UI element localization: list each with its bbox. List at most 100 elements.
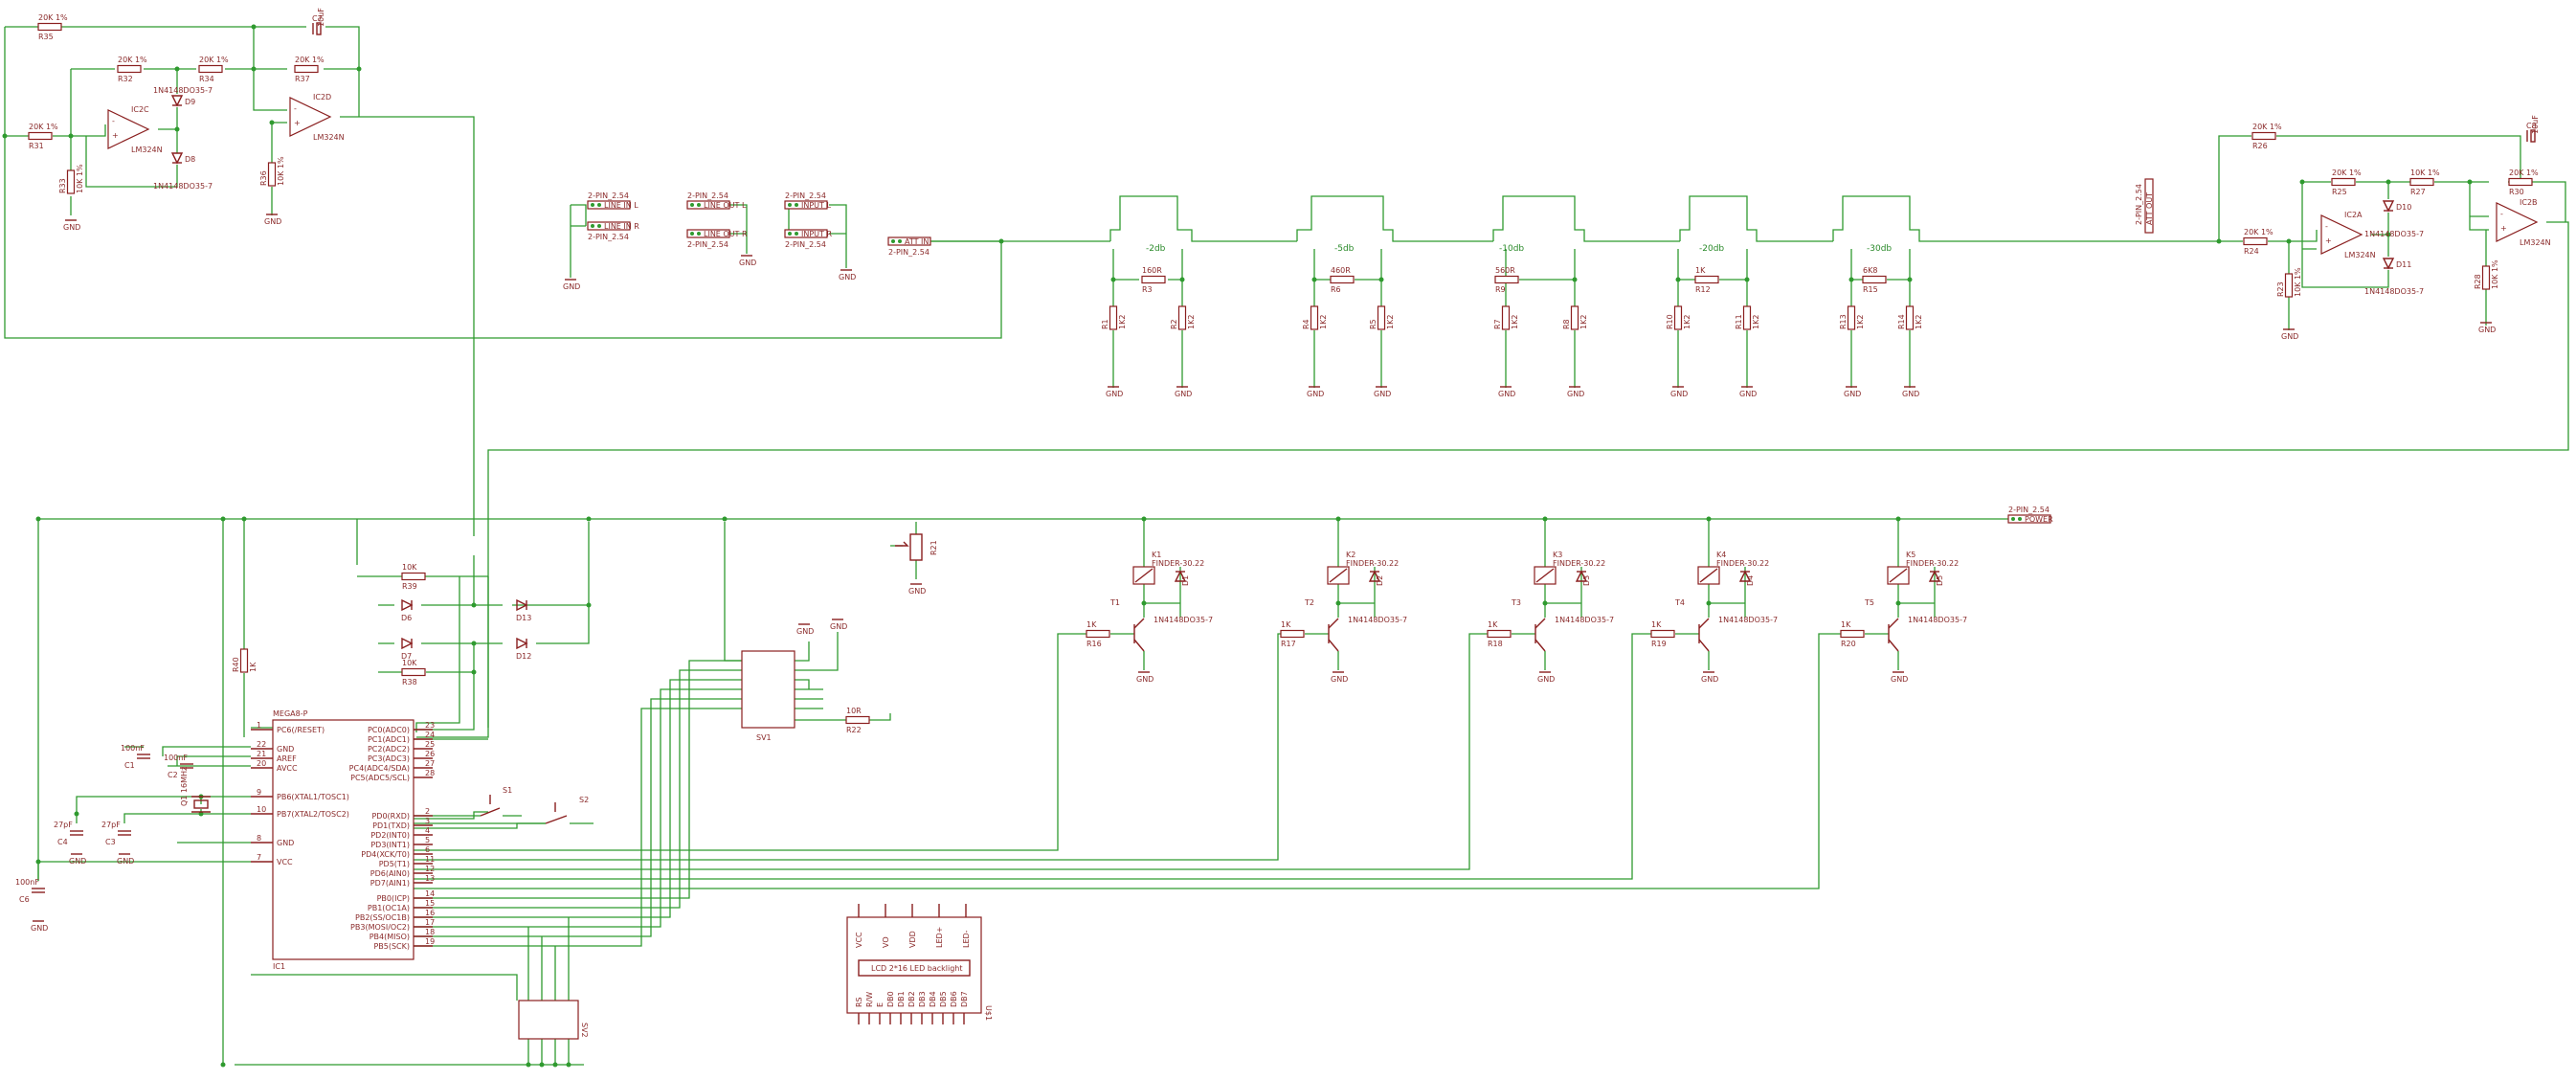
resistor-name: R20 [1841, 640, 1856, 648]
resistor-value: 1K [1488, 620, 1498, 629]
mcu-left-pin: AREF [277, 754, 297, 763]
gnd-label: GND [796, 627, 814, 636]
gnd-label: GND [1331, 675, 1348, 684]
resistor-r25: 20K 1% R25 [2331, 169, 2362, 196]
resistor-name: R14 [1897, 314, 1906, 329]
resistor-r26: 20K 1%R26 [2251, 123, 2282, 150]
gnd-label: GND [1891, 675, 1908, 684]
diode-name: D7 [401, 652, 412, 661]
resistor-value: 1K2 [1187, 315, 1196, 329]
resistor-name: R13 [1839, 314, 1848, 329]
attenuator-label: -10db [1499, 244, 1524, 254]
diode-name: D10 [2396, 203, 2411, 212]
lcd-bot-pin: DB2 [907, 991, 916, 1007]
resistor-value: 1K [1695, 266, 1706, 275]
resistor-value: 10K 1% [2410, 169, 2440, 177]
connector-label: INPUT L [801, 201, 831, 210]
relay-diode-name: D5 [1936, 575, 1944, 586]
mcu-right-pin-num: 28 [425, 769, 435, 777]
resistor-r23: R23 10K 1% [2276, 267, 2302, 298]
mcu-name: MEGA8-P [273, 709, 308, 718]
resistor-value: 20K 1% [118, 56, 147, 64]
gnd-label: GND [563, 282, 580, 291]
resistor-value: 10K 1% [2294, 267, 2302, 297]
resistor-name: R37 [295, 75, 310, 83]
connector-pkg: 2-PIN_2.54 [687, 240, 728, 249]
mcu-right-pin: PD5(T1) [379, 860, 410, 868]
lcd-bot-pin: R/W [865, 992, 874, 1007]
diode-d6: D6 [401, 598, 414, 622]
mcu-right-pin: PC2(ADC2) [368, 745, 410, 754]
connector-input-r: INPUT R2-PIN_2.54 [784, 229, 832, 249]
resistor-name: R25 [2332, 188, 2347, 196]
lcd-bot-pin: DB5 [939, 991, 948, 1007]
mcu-right-pin-num: 18 [425, 928, 435, 936]
resistor-value: 460R [1331, 266, 1351, 275]
relay-diode-part: 1N4148DO35-7 [1718, 616, 1778, 624]
cap-value: 100nF [164, 754, 188, 762]
resistor-r30: 20K 1%R30 [2508, 169, 2539, 196]
diode-part: 1N4148DO35-7 [2364, 230, 2424, 238]
resistor-value: 20K 1% [2332, 169, 2362, 177]
resistor-value: 20K 1% [2509, 169, 2539, 177]
connector-label: LINE OUT R [704, 230, 748, 238]
resistor-value: 20K 1% [38, 13, 68, 22]
connector-pkg: 2-PIN_2.54 [687, 191, 728, 200]
lcd-top-pin: VDD [908, 931, 917, 948]
mcu-right-pin-num: 13 [425, 874, 435, 883]
lcd-top-pin: VO [882, 936, 890, 948]
resistor-name: R23 [2276, 281, 2285, 297]
resistor-name: R3 [1142, 285, 1153, 294]
crystal-label: Q1 16MHz [180, 767, 189, 806]
mcu-right-pin-num: 15 [425, 899, 435, 908]
opamp-part: LM324N [2344, 251, 2376, 259]
resistor-value: 1K2 [1511, 315, 1519, 329]
connector-line-out-r: LINE OUT R 2-PIN_2.54 [686, 229, 748, 249]
resistor-value: 20K 1% [2252, 123, 2282, 131]
gnd-label: GND [908, 587, 926, 596]
resistor-value: 10K 1% [76, 164, 84, 193]
relay-diode-name: D1 [1181, 575, 1190, 586]
gnd-label: GND [739, 259, 756, 267]
resistor-value: 160R [1142, 266, 1162, 275]
resistor-name: R8 [1562, 319, 1571, 329]
resistor-name: R7 [1493, 319, 1502, 329]
resistor-name: R38 [402, 678, 417, 686]
resistor-name: R33 [58, 178, 67, 193]
resistor-name: R5 [1369, 319, 1378, 329]
gnd-label: GND [1739, 390, 1757, 398]
mcu-right-pin-num: 17 [425, 918, 435, 927]
relay-part: FINDER-30.22 [1152, 559, 1204, 568]
resistor-r3: 160R R3 [1141, 266, 1166, 294]
switch-s1: S1 [480, 786, 512, 817]
attenuator-label-group: -2db-5db-10db-20db-30db [1146, 244, 1892, 254]
mcu-right-pin: PC3(ADC3) [368, 754, 410, 763]
mcu-right-pin-num: 25 [425, 740, 435, 749]
resistor-value: 6K8 [1863, 266, 1877, 275]
connector-pkg: 2-PIN_2.54 [2135, 184, 2143, 225]
resistor-name: R39 [402, 582, 417, 591]
opamp-part: LM324N [2520, 238, 2551, 247]
relay-diode-part: 1N4148DO35-7 [1908, 616, 1967, 624]
resistor-name: R19 [1651, 640, 1667, 648]
cap-name: C7 [312, 14, 323, 23]
mcu-left-pin: PB7(XTAL2/TOSC2) [277, 810, 349, 819]
capacitor-group: C710uFC810uFC1100nFC2100nFC427pFC327pFC6… [15, 8, 2540, 904]
mcu-left-pin-num: 21 [257, 750, 266, 758]
resistor-value: 1K [1651, 620, 1662, 629]
